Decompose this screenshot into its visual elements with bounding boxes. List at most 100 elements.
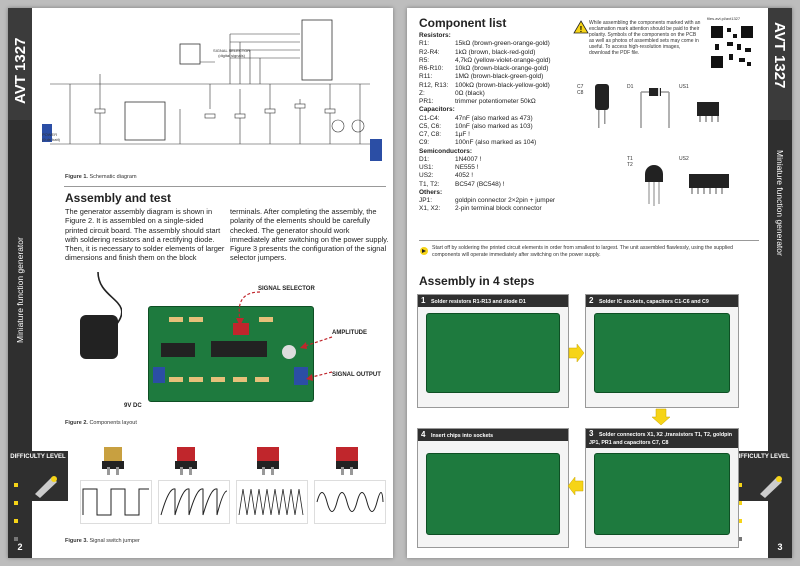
component-designator: R1: <box>419 40 430 48</box>
component-row: R2-R4: 1kΩ (brown, black-red-gold) <box>419 49 555 57</box>
component-designator: C5, C6: <box>419 122 442 130</box>
component-designator: C7, C8: <box>419 131 442 138</box>
component-value: 4,7kΩ (yellow-violet-orange-gold) <box>455 56 551 64</box>
component-row: US1:NE555 ! <box>419 164 555 172</box>
component-row: Z:0Ω (black) <box>419 90 555 98</box>
figure2-caption: Figure 2. Components layout <box>65 420 137 426</box>
right-page-number: 3 <box>777 542 783 552</box>
component-row: C5, C6: 10nF (also marked as 103) <box>419 123 555 131</box>
component-group-title: Resistors: <box>419 32 451 39</box>
component-value: 4052 ! <box>455 172 474 180</box>
component-value: 100kΩ (brown-black-yellow-gold) <box>455 81 550 89</box>
component-row: R1:15kΩ (brown-green-orange-gold) <box>419 40 555 48</box>
amplitude-arrow <box>300 336 333 349</box>
component-designator: R2-R4: <box>419 48 440 56</box>
schematic-diagram <box>42 19 382 161</box>
start-note: Start off by soldering the printed circu… <box>432 245 734 258</box>
component-value: trimmer potentiometer 50kΩ <box>455 98 536 105</box>
pcb-board <box>148 306 314 402</box>
output-arrow <box>306 371 333 381</box>
component-designator: R11: <box>419 73 433 81</box>
component-designator: T1, T2: <box>419 180 440 188</box>
component-row: R12, R13: 100kΩ (brown-black-yellow-gold) <box>419 82 555 90</box>
schematic-power-label: POWER(9 ds batt) <box>42 132 61 142</box>
component-value: 1kΩ (brown, black-red-gold) <box>455 48 536 56</box>
capacitor-image <box>595 84 609 128</box>
assembly-heading: Assembly and test <box>65 191 172 205</box>
component-row: JP1: goldpin connector 2×2pin + jumper <box>419 197 555 205</box>
arrow-step2-to-3 <box>651 408 671 426</box>
power-adapter <box>80 271 122 359</box>
figure3-caption: Figure 3. Signal switch jumper <box>65 538 140 544</box>
component-value: goldpin connector 2×2pin + jumper <box>455 197 556 204</box>
ic-us1-image <box>697 102 719 122</box>
schematic-signal-selector-label: SIGNAL SELECTOR(digital signals) <box>213 48 251 58</box>
component-row: C9:100nF (also marked as 104) <box>419 139 555 147</box>
right-difficulty-dots <box>737 475 743 547</box>
waveform-sine <box>314 480 386 524</box>
fig2-signal-selector-label: SIGNAL SELECTOR <box>258 286 315 292</box>
component-designator: D1: <box>419 155 430 163</box>
step-2-pcb <box>594 313 730 393</box>
figure1-caption: Figure 1. Schematic diagram <box>65 174 137 180</box>
right-difficulty-label: DIFFICULTY LEVEL <box>734 454 790 460</box>
component-designator: R5: <box>419 56 430 64</box>
arrow-step1-to-2 <box>568 343 585 363</box>
left-divider <box>64 186 386 187</box>
jumper-config-2 <box>175 447 197 475</box>
component-designator: C9: <box>419 139 430 147</box>
component-designator: US2: <box>419 172 434 180</box>
right-solder-iron-icon <box>760 476 782 498</box>
component-designator: JP1: <box>419 197 433 204</box>
right-band-code: AVT 1327 <box>771 22 788 89</box>
component-value: 10nF (also marked as 103) <box>455 122 533 130</box>
waveform-triangle <box>236 480 308 524</box>
component-row: X1, X2:2-pin terminal block connector <box>419 205 555 213</box>
component-designator: Z: <box>419 89 425 97</box>
left-page-number: 2 <box>17 542 23 552</box>
component-row: D1: 1N4007 ! <box>419 156 555 164</box>
component-value: 1N4007 ! <box>455 155 482 163</box>
waveform-sawtooth <box>158 480 230 524</box>
component-value: 47nF (also marked as 473) <box>455 114 533 122</box>
steps-heading: Assembly in 4 steps <box>419 274 535 288</box>
part-label-c7c8: C7 C8 <box>577 84 584 96</box>
step-1-pcb <box>426 313 560 393</box>
qr-code-icon[interactable] <box>709 24 755 70</box>
component-group-title: Capacitors: <box>419 106 455 114</box>
fig2-amplitude-label: AMPLITUDE <box>332 330 367 336</box>
start-bullet-icon <box>420 247 428 255</box>
component-value: NE555 ! <box>455 164 479 171</box>
transistor-image <box>645 165 663 206</box>
right-page: AVT 1327 Miniature function generator 3 … <box>407 8 792 558</box>
component-group-title: Others: <box>419 188 443 196</box>
component-value: 1MΩ (brown-black-green-gold) <box>455 73 544 81</box>
svg-text:!: ! <box>580 25 583 34</box>
part-label-t1t2: T1 T2 <box>627 156 633 168</box>
assembly-text-col2: terminals. After completing the assembly… <box>230 207 389 263</box>
ic-us2-image <box>689 174 729 194</box>
warning-note: While assembling the components marked w… <box>589 20 701 56</box>
left-page: AVT 1327 Miniature function generator 2 … <box>8 8 393 558</box>
assembly-text-col1: The generator assembly diagram is shown … <box>65 207 225 263</box>
component-group-title: Semiconductors: <box>419 147 473 155</box>
left-band-title: Miniature function generator <box>15 237 25 343</box>
selector-arrow <box>236 291 261 326</box>
component-designator: R6-R10: <box>419 65 444 72</box>
component-value: 10kΩ (brown-black-orange-gold) <box>455 65 549 72</box>
part-label-d1: D1 <box>627 84 634 90</box>
warning-icon: ! <box>573 20 589 34</box>
component-row: C1-C4:47nF (also marked as 473) <box>419 115 555 123</box>
component-designator: PR1: <box>419 98 434 105</box>
fig2-power-label: 9V DC <box>124 403 142 409</box>
left-solder-iron-icon <box>35 476 57 498</box>
component-designator: R12, R13: <box>419 81 449 89</box>
component-list-heading: Component list <box>419 16 507 30</box>
arrow-step3-to-4 <box>567 476 584 496</box>
right-divider <box>419 240 759 241</box>
